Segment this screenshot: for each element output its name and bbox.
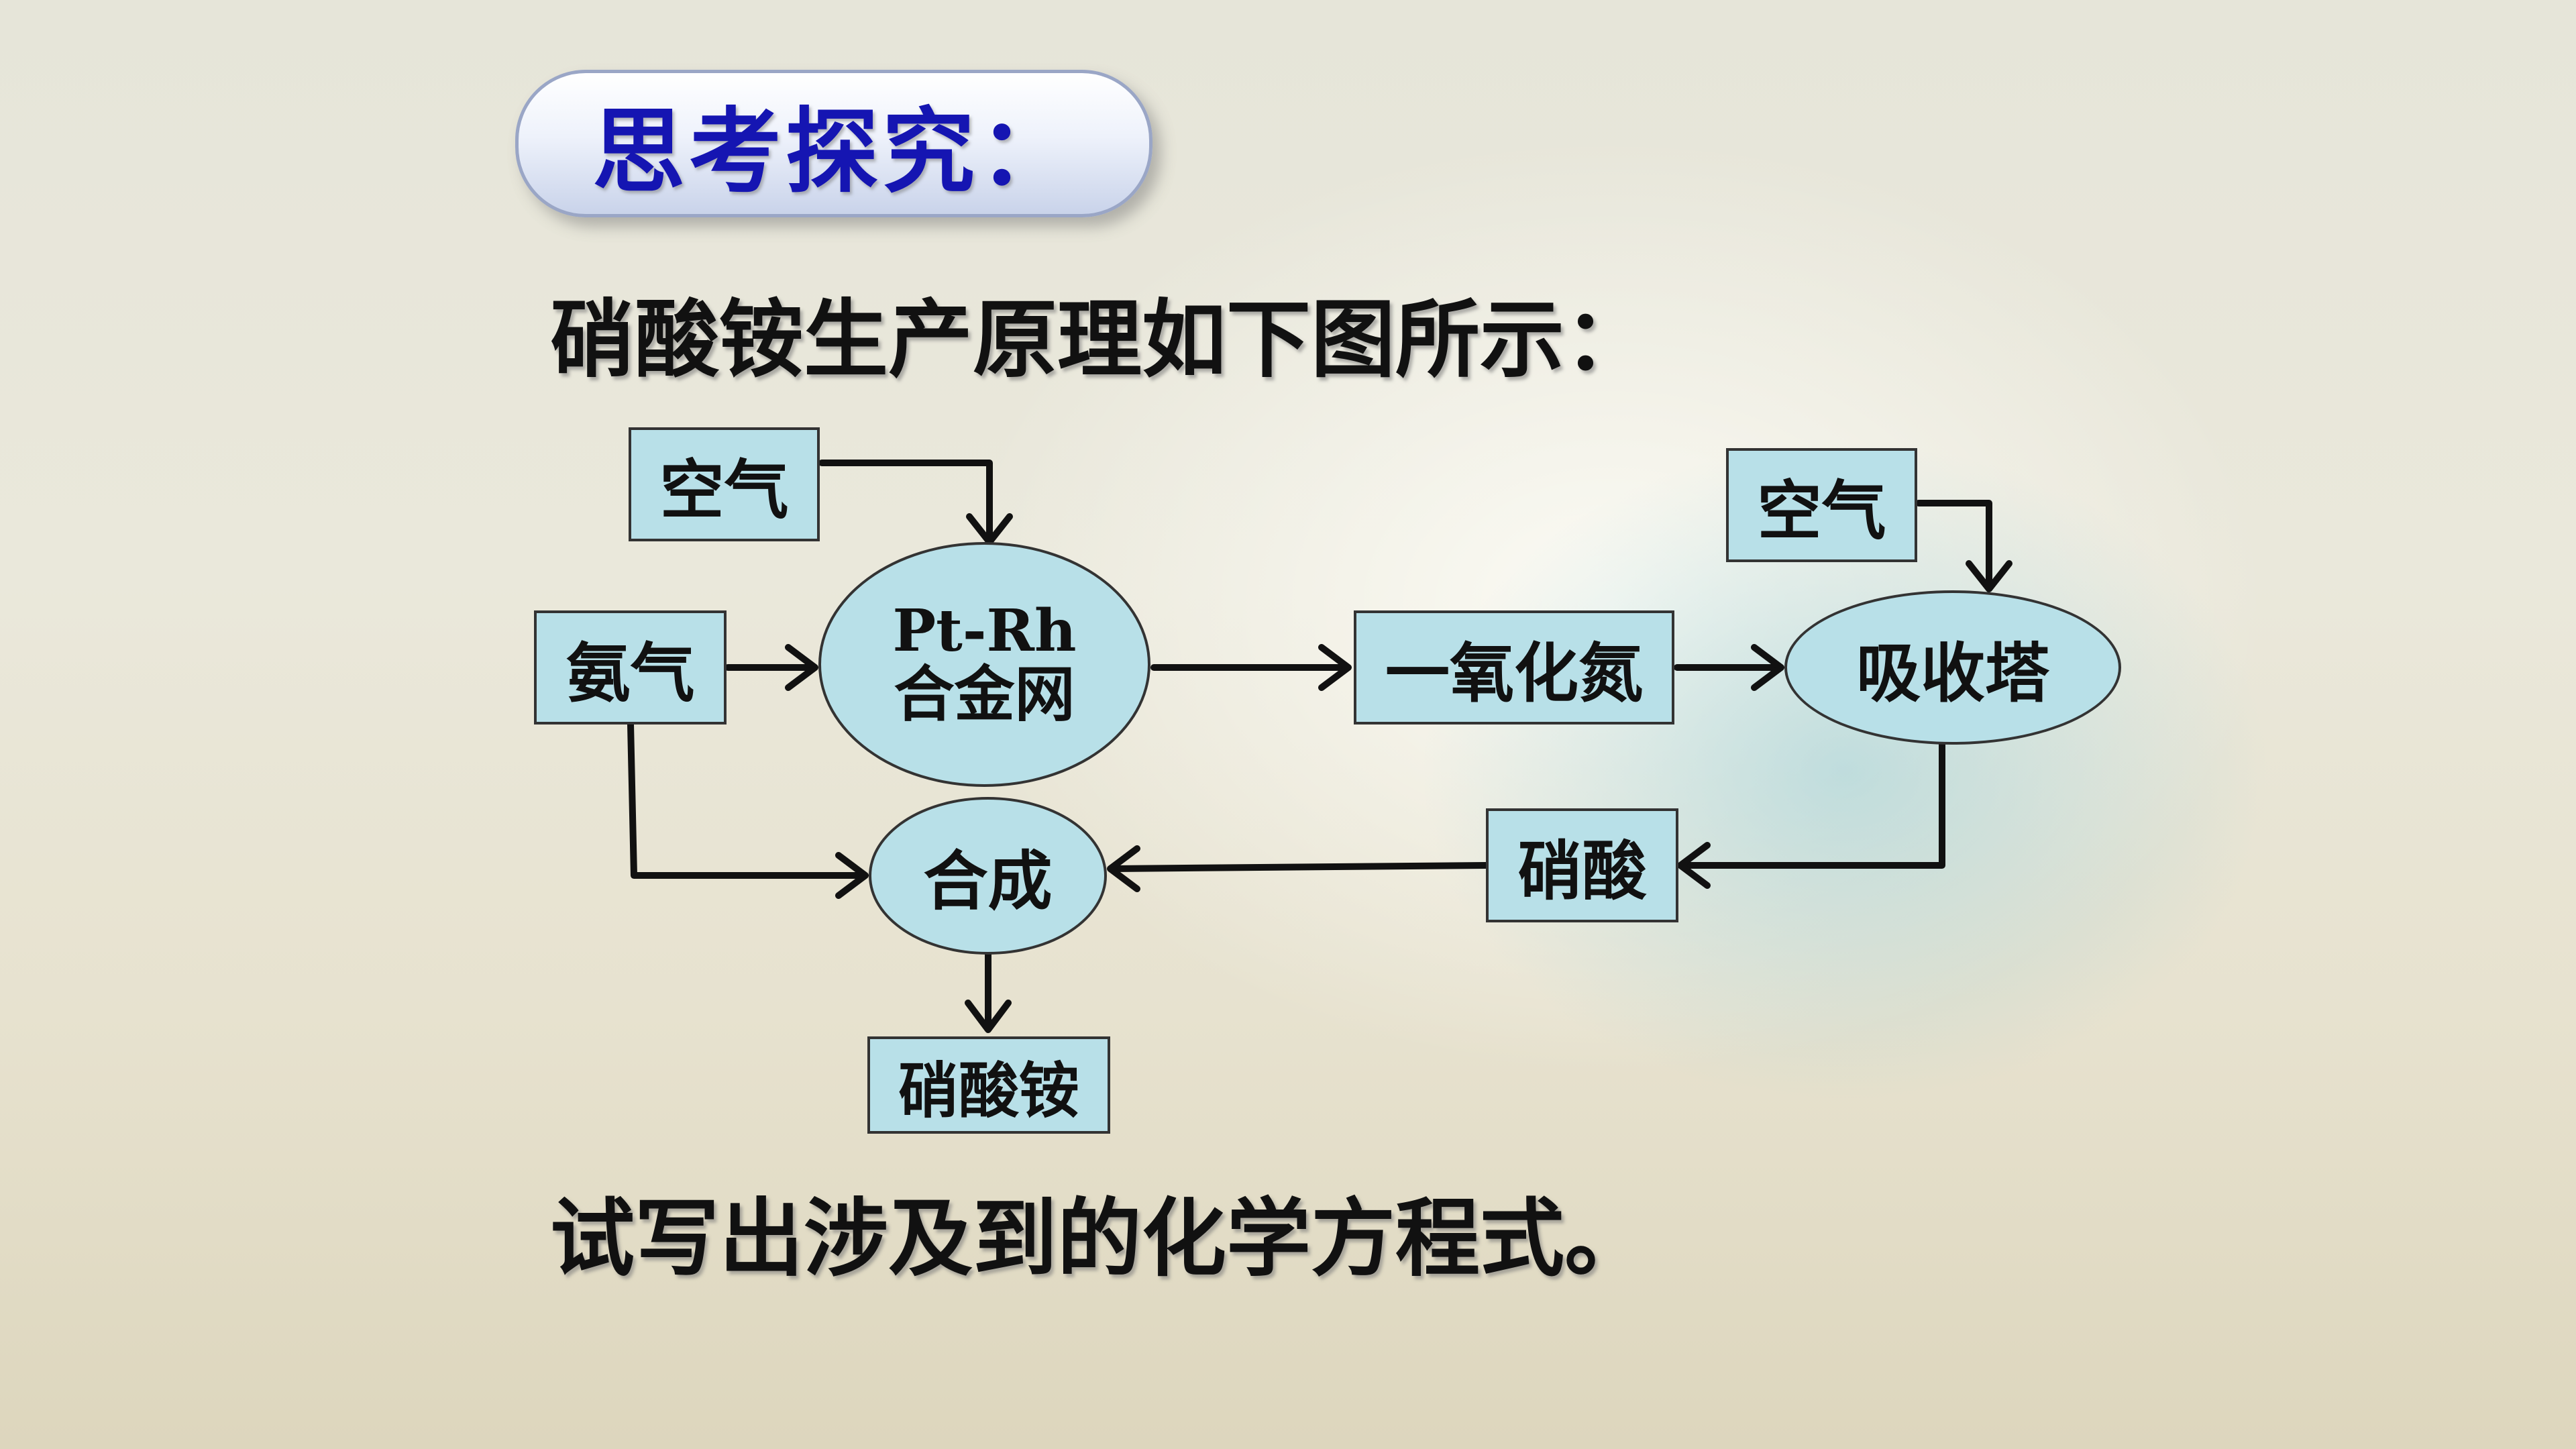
arrow-air-to-absorber bbox=[1915, 500, 1992, 587]
node-nitric-acid: 硝酸 bbox=[1486, 808, 1678, 922]
catalyst-label: 合金网 bbox=[894, 659, 1075, 731]
arrow-absorber-to-acid bbox=[1680, 741, 1945, 869]
heading-badge: 思考探究： bbox=[515, 70, 1152, 217]
heading-title: 思考探究： bbox=[592, 98, 1075, 206]
arrow-ammonia-to-synthesis bbox=[627, 721, 865, 879]
node-catalyst-mesh: Pt-Rh 合金网 bbox=[818, 542, 1150, 787]
node-synthesis: 合成 bbox=[869, 797, 1107, 955]
node-absorber: 吸收塔 bbox=[1784, 590, 2121, 745]
node-air-left: 空气 bbox=[629, 427, 820, 541]
question-text: 试写出涉及到的化学方程式。 bbox=[550, 1189, 1649, 1288]
node-nitric-oxide: 一氧化氮 bbox=[1354, 610, 1674, 724]
arrow-air-to-catalyst bbox=[818, 460, 993, 540]
node-ammonia: 氨气 bbox=[534, 610, 727, 724]
intro-text: 硝酸铵生产原理如下图所示： bbox=[550, 290, 1649, 389]
node-product: 硝酸铵 bbox=[867, 1036, 1110, 1134]
node-air-right: 空气 bbox=[1726, 448, 1917, 562]
arrow-acid-to-synthesis bbox=[1110, 862, 1489, 872]
catalyst-name: Pt-Rh bbox=[892, 596, 1077, 665]
